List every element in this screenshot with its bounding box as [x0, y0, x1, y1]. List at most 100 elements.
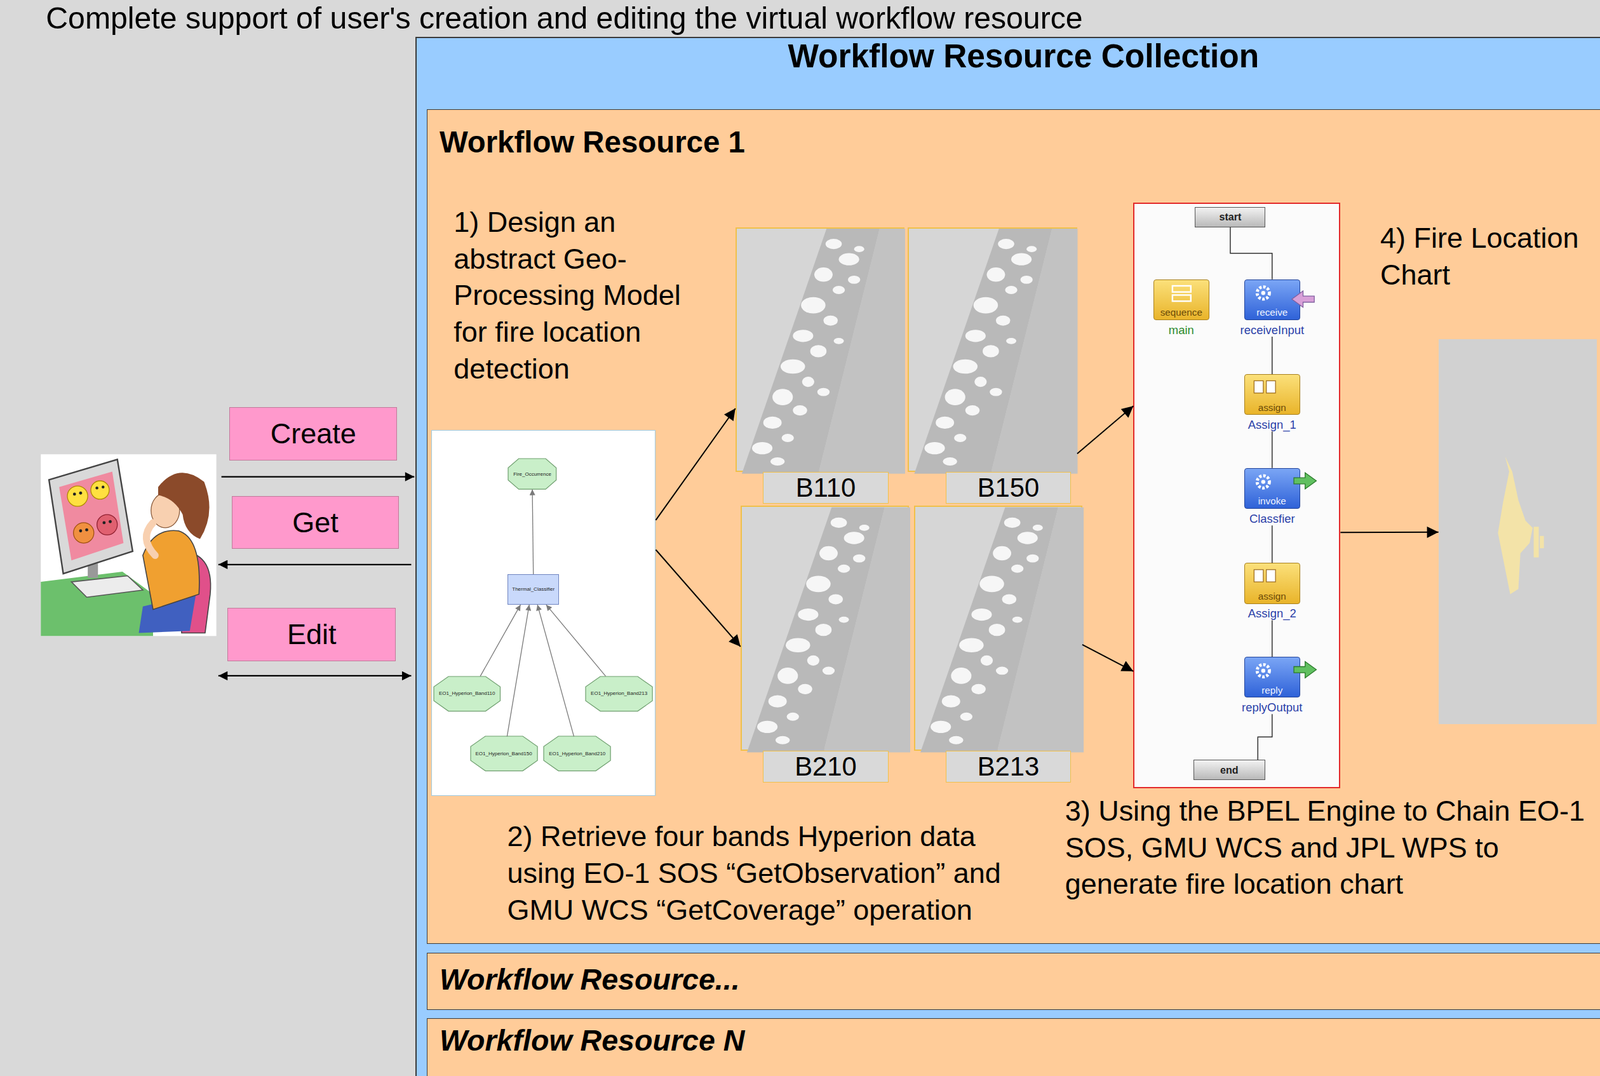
- user-illustration: [146, 522, 155, 556]
- heading-holder: Workflow Resource N: [439, 1023, 1052, 1059]
- band-label: B210: [762, 750, 889, 783]
- bpel-panel: start sequence main receive receiveInput assi…: [1133, 202, 1341, 789]
- user-illustration: [95, 486, 98, 490]
- activity-symbols: [1257, 664, 1270, 677]
- bpel-activity: assignAssign_1: [1244, 374, 1301, 432]
- activity-label: Assign_1: [1248, 417, 1297, 432]
- band-label: B150: [945, 471, 1072, 504]
- activity-label: assign: [1258, 591, 1287, 603]
- terminal-box: end: [1193, 759, 1265, 780]
- heading-holder: 4) Fire Location Chart: [1380, 219, 1593, 294]
- user-illustration: [40, 571, 154, 636]
- arrow-connector: [480, 604, 521, 676]
- activity-symbols: [1253, 569, 1263, 582]
- action-button: Create: [229, 407, 397, 461]
- button-label: Edit: [287, 618, 337, 652]
- arrow-connector: [506, 604, 530, 737]
- label-holder: Complete support of user's creation and …: [45, 1, 1083, 35]
- activity-symbols: [1172, 285, 1317, 678]
- activity-icon: sequence: [1153, 279, 1210, 321]
- action-button: Edit: [227, 607, 396, 662]
- user-illustration: [108, 520, 112, 524]
- fire-pixels: [1497, 456, 1544, 594]
- band-image: B110: [735, 227, 906, 473]
- bpel-activity: receive receiveInput: [1240, 279, 1305, 337]
- arrow-connector: [546, 604, 606, 676]
- activity-symbols: [1293, 472, 1317, 490]
- node-label: EO1_Hyperion_Band210: [548, 750, 606, 757]
- user-illustration: [158, 472, 210, 539]
- user-illustration: [178, 551, 211, 634]
- bpel-activity: assignAssign_2: [1244, 562, 1301, 620]
- action-button: Get: [231, 496, 399, 550]
- panel-heading: Workflow Resource Collection: [615, 37, 1432, 75]
- step-heading: 3) Using the BPEL Engine to Chain EO-1 S…: [1065, 792, 1591, 903]
- button-label: Get: [292, 506, 338, 540]
- note-text: 2) Retrieve four bands Hyperion data usi…: [506, 818, 1048, 928]
- interaction-arrows: [218, 564, 412, 566]
- user-illustration: [79, 529, 83, 533]
- node-label: Fire_Occurrence: [513, 471, 552, 478]
- user-illustration: [138, 593, 196, 633]
- bpel-activity: invokeClassfier: [1244, 468, 1301, 526]
- model-node: EO1_Hyperion_Band110: [433, 676, 501, 712]
- fire-pixels: [1539, 536, 1544, 549]
- terminal-label: end: [1220, 764, 1239, 776]
- node-label: EO1_Hyperion_Band213: [590, 690, 648, 697]
- activity-label: replyOutput: [1241, 700, 1303, 714]
- activity-icon: invoke: [1244, 468, 1301, 509]
- model-node: EO1_Hyperion_Band150: [470, 736, 538, 772]
- activity-label: main: [1168, 323, 1195, 337]
- activity-label: Classfier: [1249, 511, 1296, 526]
- heading-holder: 3) Using the BPEL Engine to Chain EO-1 S…: [1065, 792, 1591, 903]
- user-illustration: [90, 480, 110, 500]
- activity-symbols: [1266, 380, 1276, 393]
- user-illustration: [71, 575, 143, 598]
- band-imagery: [741, 228, 1084, 753]
- activity-symbols: [1266, 569, 1276, 582]
- label-holder: 2) Retrieve four bands Hyperion data usi…: [506, 818, 1048, 928]
- interaction-arrows: [218, 477, 415, 676]
- user-illustration: [79, 491, 83, 495]
- flow-line: [1230, 227, 1273, 280]
- activity-symbols: [1253, 380, 1263, 393]
- activity-symbols: [1291, 290, 1315, 308]
- arrow-connector: [655, 549, 740, 646]
- step-heading: 4) Fire Location Chart: [1380, 219, 1593, 294]
- heading-holder: Workflow Resource Collection: [615, 37, 1432, 75]
- activity-icon: assign: [1244, 562, 1301, 604]
- activity-label: invoke: [1258, 496, 1287, 507]
- activity-icon: receive: [1244, 279, 1301, 321]
- arrow-connector: [532, 489, 534, 575]
- panel-heading: Workflow Resource N: [439, 1023, 1052, 1059]
- model-node: EO1_Hyperion_Band210: [543, 736, 611, 772]
- heading-holder: B150: [945, 471, 1072, 504]
- user-illustration: [101, 485, 105, 489]
- heading-holder: Workflow Resource 1: [439, 125, 1052, 160]
- fire-chart: 4) Fire Location Chart: [1438, 339, 1597, 725]
- panel-heading: Workflow Resource 1: [439, 125, 1052, 160]
- interaction-arrows: [221, 475, 415, 478]
- workflow-panel: Fire_OccurrenceThermal_ClassifierEO1_Hyp…: [426, 109, 1600, 944]
- user-illustration: [142, 530, 200, 610]
- arrow-connector: [655, 408, 735, 521]
- fire-pixels: [1497, 456, 1533, 594]
- activity-symbols: [1261, 290, 1266, 295]
- flow-line: [1271, 431, 1273, 469]
- user-illustration: [40, 454, 216, 636]
- model-node: Fire_Occurrence: [508, 458, 557, 490]
- user-illustration: [102, 520, 106, 525]
- activity-symbols: [1172, 294, 1191, 302]
- node-label: Thermal_Classifier: [511, 586, 555, 592]
- octagon-outline: [543, 736, 611, 772]
- user-illustration: [48, 459, 133, 574]
- diagram-title: Complete support of user's creation and …: [45, 1, 1083, 35]
- terminal-label: start: [1218, 210, 1242, 223]
- fire-pixels: [1533, 526, 1540, 558]
- activity-label: receiveInput: [1240, 323, 1305, 337]
- arrow-connector: [1082, 644, 1134, 672]
- heading-holder: B210: [762, 750, 889, 783]
- flow-line: [1271, 525, 1273, 563]
- heading-holder: B110: [762, 471, 889, 504]
- flow-line: [1271, 336, 1273, 375]
